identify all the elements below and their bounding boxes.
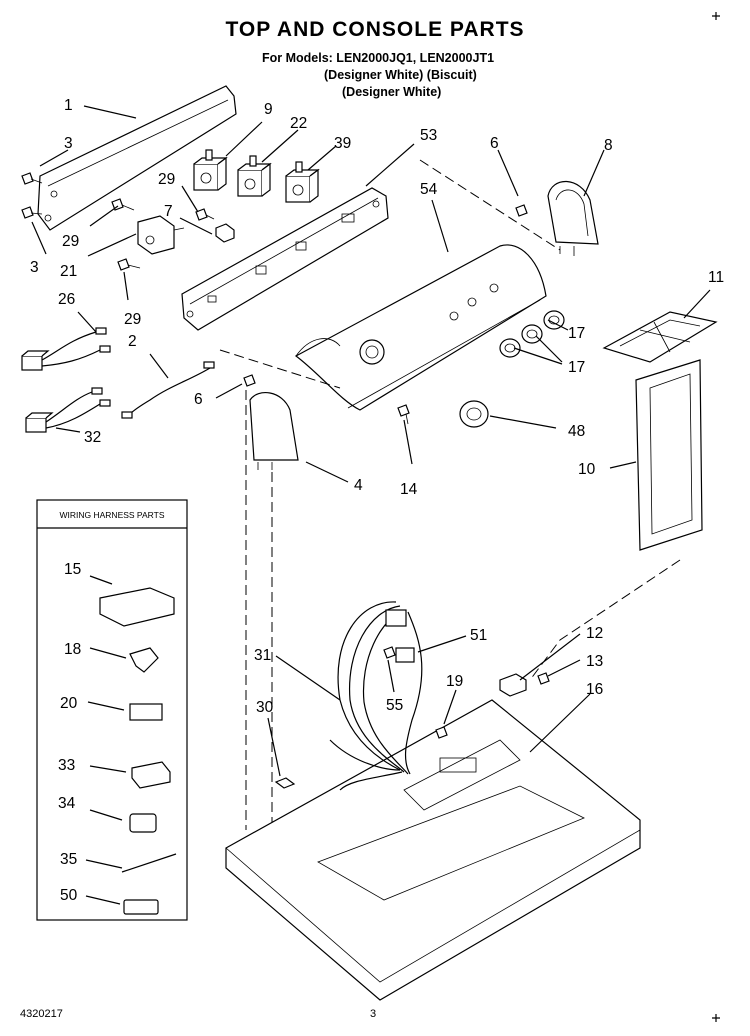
callout-4: 4 <box>354 477 363 494</box>
corner-mark-icon <box>712 1014 720 1022</box>
callout-2: 2 <box>128 333 137 350</box>
callout-29: 29 <box>158 171 175 188</box>
part-55-screw <box>383 646 396 659</box>
callout-10: 10 <box>578 461 596 478</box>
part-20-connector <box>129 703 163 721</box>
models-line-1: For Models: LEN2000JQ1, LEN2000JT1 <box>262 51 495 65</box>
part-16-top <box>225 699 641 1001</box>
callout-32: 32 <box>84 429 101 446</box>
callout-19: 19 <box>446 673 463 690</box>
part-53-console-plate <box>181 187 389 331</box>
part-34-connector <box>129 813 157 833</box>
part-33-connector <box>131 761 171 789</box>
callout-33: 33 <box>58 757 75 774</box>
connector-block <box>385 609 407 627</box>
part-19-screw <box>435 726 448 739</box>
part-14-screw <box>397 404 410 417</box>
part-10-frame <box>635 359 703 551</box>
callout-54: 54 <box>420 181 438 198</box>
part-30-clip <box>274 777 296 789</box>
part-6-screw-upper <box>515 204 528 217</box>
callout-39: 39 <box>334 135 351 152</box>
part-11-lid <box>602 311 718 363</box>
callout-8: 8 <box>604 137 613 154</box>
part-21-timer <box>137 215 185 255</box>
callout-53: 53 <box>420 127 437 144</box>
part-22-switch <box>237 155 272 197</box>
leader-lines <box>31 105 711 905</box>
corner-mark-icon <box>712 12 720 20</box>
callout-3: 3 <box>30 259 39 276</box>
models-line-2: (Designer White) (Biscuit) <box>324 68 477 82</box>
guide-lines <box>419 159 561 251</box>
callout-9: 9 <box>264 101 273 118</box>
callout-6: 6 <box>194 391 203 408</box>
callout-22: 22 <box>290 115 307 132</box>
part-29-screws <box>111 198 215 271</box>
part-18-clip <box>129 647 159 673</box>
part-8-end-cap <box>547 180 599 256</box>
models-line-3: (Designer White) <box>342 85 442 99</box>
callout-50: 50 <box>60 887 78 904</box>
part-26-harness <box>21 327 111 371</box>
callout-17: 17 <box>568 359 585 376</box>
callout-3: 3 <box>64 135 73 152</box>
callout-14: 14 <box>400 481 418 498</box>
callout-15: 15 <box>64 561 81 578</box>
page-title: TOP AND CONSOLE PARTS <box>225 18 525 41</box>
callout-labels: 1 3 3 9 22 39 53 6 8 29 7 29 21 29 54 26… <box>30 97 724 904</box>
callout-29: 29 <box>124 311 141 328</box>
inset-title: WIRING HARNESS PARTS <box>59 510 164 520</box>
wiring-harness-inset: WIRING HARNESS PARTS <box>36 499 188 921</box>
callout-51: 51 <box>470 627 487 644</box>
callout-21: 21 <box>60 263 77 280</box>
part-54-console <box>294 244 547 411</box>
callout-11: 11 <box>708 269 724 286</box>
callout-16: 16 <box>586 681 603 698</box>
callout-29: 29 <box>62 233 79 250</box>
callout-20: 20 <box>60 695 78 712</box>
callout-55: 55 <box>386 697 403 714</box>
callout-18: 18 <box>64 641 81 658</box>
callout-31: 31 <box>254 647 271 664</box>
part-2-wire <box>121 361 215 419</box>
callout-34: 34 <box>58 795 76 812</box>
page-number: 3 <box>370 1008 377 1020</box>
guide-lines <box>219 349 681 681</box>
callout-12: 12 <box>586 625 603 642</box>
part-9-switch <box>193 149 228 191</box>
part-51-connector <box>395 647 415 663</box>
models-block: For Models: LEN2000JQ1, LEN2000JT1 (Desi… <box>262 50 494 101</box>
part-50-connector <box>123 899 159 915</box>
part-17-knobs <box>499 310 565 358</box>
callout-7: 7 <box>164 203 173 220</box>
part-7-clip <box>215 223 235 243</box>
callout-35: 35 <box>60 851 77 868</box>
part-6-screw-lower <box>243 374 256 387</box>
callout-17: 17 <box>568 325 585 342</box>
callout-48: 48 <box>568 423 585 440</box>
part-48-knob <box>459 400 489 428</box>
callout-6: 6 <box>490 135 499 152</box>
part-3-screws <box>21 172 43 219</box>
part-15-connector <box>99 587 175 627</box>
document-number: 4320217 <box>20 1008 63 1020</box>
part-39-switch <box>285 161 320 203</box>
part-35-terminal <box>121 853 177 873</box>
callout-26: 26 <box>58 291 75 308</box>
callout-13: 13 <box>586 653 603 670</box>
callout-30: 30 <box>256 699 274 716</box>
part-32-harness <box>25 387 111 433</box>
callout-1: 1 <box>64 97 73 114</box>
part-13-screw <box>537 672 550 685</box>
part-12-bracket <box>499 673 527 697</box>
part-31-wire-harness <box>329 601 423 791</box>
part-4-end-cap <box>249 392 299 470</box>
guide-lines <box>245 390 273 830</box>
